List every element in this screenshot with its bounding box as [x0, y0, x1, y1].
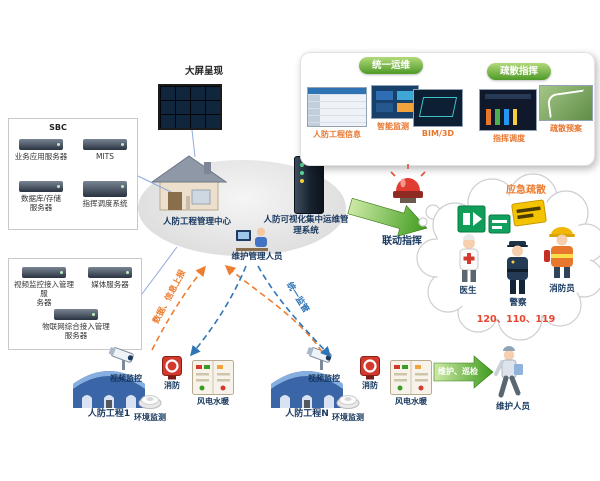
top-right-panel: 统一运维 疏散指挥 人防工程信息 智能监测 BIM/3D 指挥调度 疏散预案	[300, 52, 595, 166]
server-item-iot: 物联网综合接入管理 服务器	[29, 309, 123, 340]
management-center-building-icon	[146, 150, 232, 220]
camera-icon	[108, 346, 142, 378]
server-icon	[54, 309, 98, 320]
server-group-2: 视频监控接入管理服 务器 媒体服务器 物联网综合接入管理 服务器	[8, 258, 142, 350]
facility-building-icon	[268, 366, 346, 414]
server-item-media: 媒体服务器	[81, 267, 139, 289]
ops-system-label: 人防可视化集中运维管 理系统	[263, 215, 349, 236]
sbc-label: SBC	[49, 123, 67, 132]
supervision-arrow-label: 统一监管	[284, 280, 311, 315]
firefighter-label: 消防员	[549, 284, 575, 294]
server-label: 物联网综合接入管理 服务器	[42, 322, 110, 340]
panel-label-evac: 疏散预案	[550, 124, 582, 133]
maintenance-worker-figure	[494, 346, 523, 398]
hvac-label: 风电水暖	[197, 397, 229, 406]
alarm-beacon-icon	[390, 164, 426, 203]
management-center-label: 人防工程管理中心	[162, 217, 231, 227]
server-item-dispatch: 指挥调度系统	[75, 181, 135, 208]
env-label: 环境监测	[134, 413, 166, 422]
server-icon	[19, 139, 63, 150]
facility-name-label: 人防工程N	[285, 409, 329, 419]
patrol-arrow-label: 维护、巡检	[438, 367, 478, 376]
panel-label-bim: BIM/3D	[421, 129, 455, 138]
screenshot-bim	[413, 89, 463, 127]
server-icon	[88, 267, 132, 278]
server-label: 业务应用服务器	[14, 152, 68, 161]
smoke-detector-icon	[336, 392, 360, 413]
fire-alarm-icon	[162, 356, 182, 384]
panel-label-dispatch: 指挥调度	[493, 134, 525, 143]
server-label: MITS	[95, 152, 115, 161]
police-label: 警察	[509, 298, 527, 308]
big-screen-label: 大屏呈现	[184, 66, 223, 77]
server-item-video-access: 视频监控接入管理服 务器	[11, 267, 77, 307]
server-icon	[83, 181, 127, 197]
hvac-label: 风电水暖	[395, 397, 427, 406]
fire-alarm-icon	[360, 356, 380, 384]
server-group-1: SBC 业务应用服务器 MITS 数据库/存储 服务器 指挥调度系统	[8, 118, 138, 230]
facility-name-label: 人防工程1	[87, 409, 131, 419]
maintenance-staff-label: 维护管理人员	[231, 252, 283, 262]
server-icon	[22, 267, 66, 278]
screenshot-evac-plan	[539, 85, 593, 121]
report-arrow-label: 数据、信息上报	[151, 268, 189, 326]
badge-evacuation: 疏散指挥	[487, 63, 551, 80]
doctor-figure	[459, 234, 479, 282]
fire-label: 消防	[164, 381, 180, 390]
hotlines-label: 120、110、119	[476, 314, 556, 325]
smoke-detector-icon	[138, 392, 162, 413]
server-item-db: 数据库/存储 服务器	[11, 181, 71, 212]
badge-unified-ops: 统一运维	[359, 57, 423, 74]
exit-sign-icons	[457, 199, 547, 234]
supervision-arrow-1	[189, 265, 247, 357]
server-icon	[19, 181, 63, 192]
maintainer-label: 维护人员	[495, 402, 530, 412]
police-figure	[507, 241, 528, 294]
screenshot-info-system	[307, 87, 367, 127]
server-item-mits: MITS	[75, 139, 135, 161]
video-wall-icon	[158, 84, 222, 130]
facility-building-icon	[70, 366, 148, 414]
firefighter-figure	[544, 227, 575, 278]
screenshot-dispatch	[479, 89, 537, 131]
server-label: 指挥调度系统	[82, 199, 128, 208]
env-label: 环境监测	[332, 413, 364, 422]
server-item-app: 业务应用服务器	[11, 139, 71, 161]
server-label: 数据库/存储 服务器	[20, 194, 62, 212]
supervision-arrow-2	[257, 265, 332, 358]
camera-label: 视频监控	[308, 374, 340, 383]
emergency-title: 应急疏散	[506, 185, 546, 196]
server-label: 视频监控接入管理服 务器	[14, 280, 74, 307]
panel-label-info: 人防工程信息	[313, 130, 361, 139]
linkage-arrow-label: 联动指挥	[382, 236, 422, 247]
camera-label: 视频监控	[110, 374, 142, 383]
fire-label: 消防	[362, 381, 378, 390]
server-icon	[83, 139, 127, 150]
server-label: 媒体服务器	[91, 280, 129, 289]
hvac-cabinet-icon	[390, 360, 432, 399]
screenshot-monitoring	[371, 85, 419, 119]
panel-label-monitoring: 智能监测	[377, 122, 409, 131]
hvac-cabinet-icon	[192, 360, 234, 399]
doctor-label: 医生	[459, 286, 477, 296]
